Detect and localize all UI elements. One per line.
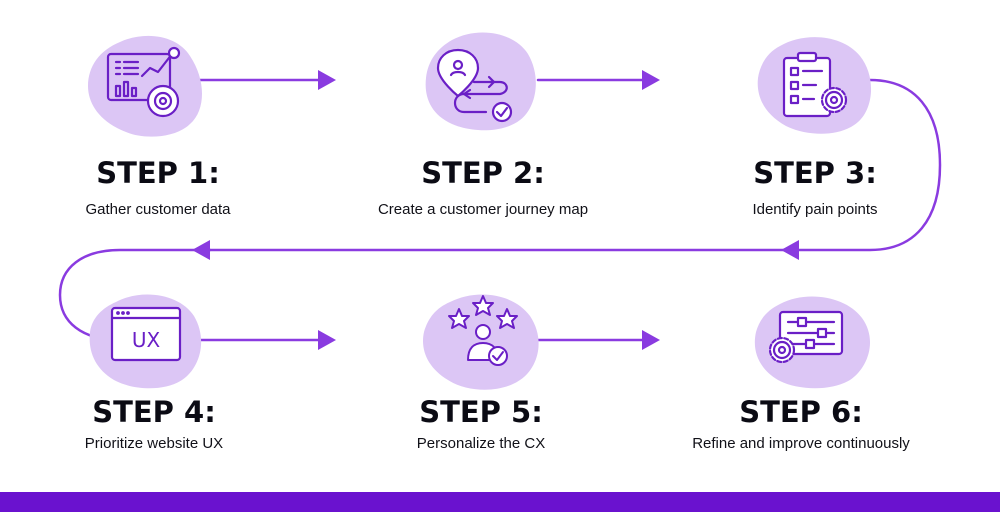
step-4-title: STEP 4: <box>92 395 216 429</box>
step-1-blob <box>88 35 202 137</box>
ux-window-icon <box>110 306 182 362</box>
arrowheads <box>192 70 799 350</box>
step-2-description: Create a customer journey map <box>377 201 589 218</box>
step-4-description: Prioritize website UX <box>84 435 224 452</box>
step-3-description: Identify pain points <box>752 201 878 218</box>
arrow-to-step-6 <box>642 330 660 350</box>
connector-3-4 <box>208 78 942 252</box>
ux-label: UX <box>132 328 161 352</box>
footer-bar <box>0 492 1000 512</box>
step-2-icon <box>425 32 536 131</box>
connector-4-1 <box>58 248 212 342</box>
step-5-icon <box>423 294 539 390</box>
journey-map-icon <box>436 48 513 123</box>
arrow-to-row-2 <box>781 240 799 260</box>
step-3-icon <box>757 37 872 134</box>
arrow-to-step-2 <box>318 70 336 90</box>
step-2-title: STEP 2: <box>421 156 545 190</box>
step-5-title: STEP 5: <box>419 395 543 429</box>
arrow-left-row-2 <box>192 240 210 260</box>
arrow-to-step-5 <box>318 330 336 350</box>
step-4-icon: UX <box>89 294 202 389</box>
step-1-description: Gather customer data <box>85 201 231 218</box>
step-5-description: Personalize the CX <box>416 435 546 452</box>
step-3-title: STEP 3: <box>753 156 877 190</box>
step-6-icon <box>754 296 871 389</box>
connectors <box>58 78 942 342</box>
step-6-title: STEP 6: <box>739 395 863 429</box>
step-1-title: STEP 1: <box>96 156 220 190</box>
analytics-chart-icon <box>106 46 181 118</box>
step-1-icon <box>88 35 202 137</box>
step-6-description: Refine and improve continuously <box>692 435 910 452</box>
user-rating-stars-icon <box>448 295 518 366</box>
arrow-to-step-3 <box>642 70 660 90</box>
checklist-gear-icon <box>782 51 848 118</box>
settings-sliders-icon <box>768 310 844 364</box>
